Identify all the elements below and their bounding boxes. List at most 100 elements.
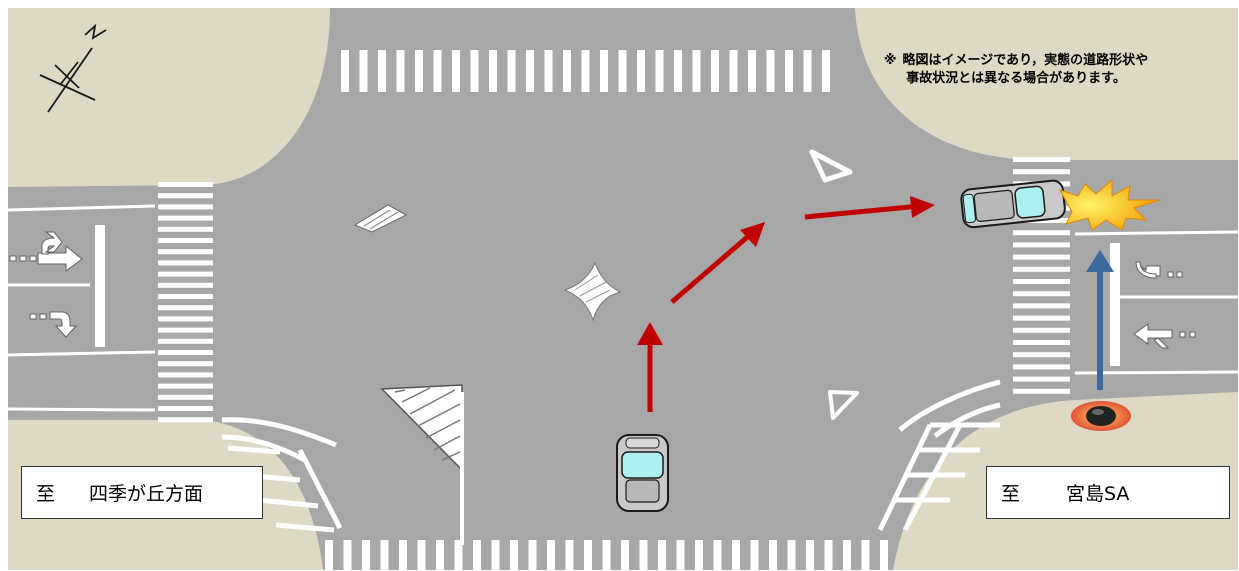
car-crashed-vehicle-icon (960, 179, 1066, 229)
right-lane-arrow-straight-icon (1133, 323, 1196, 349)
crosswalk-stripe (158, 182, 213, 187)
crosswalk-stripe (158, 215, 213, 221)
crosswalk-stripe (769, 540, 777, 570)
crosswalk-stripe (695, 540, 703, 570)
crosswalk-stripe (528, 540, 537, 570)
crosswalk-stripe (158, 282, 213, 288)
crosswalk-stripe (507, 50, 516, 92)
crosswalk-stripe (158, 327, 213, 333)
bottom-left-lane-markings (221, 417, 343, 533)
direction-place-right: 宮島SA (1066, 483, 1130, 505)
crosswalk-stripe (843, 540, 851, 570)
crosswalk-stripe (359, 50, 368, 92)
crosswalk-stripe (325, 540, 333, 570)
crosswalk-stripe (433, 50, 442, 92)
crosswalk-stripe (399, 540, 407, 570)
crosswalk-stripe (1013, 340, 1070, 345)
crosswalk-stripe (602, 540, 611, 570)
crosswalk-stripe (565, 540, 574, 570)
crosswalk-stripe (1013, 157, 1070, 162)
crosswalk-stripe (158, 361, 213, 367)
crosswalk-stripe (621, 540, 629, 570)
crosswalk-stripe (1013, 254, 1070, 260)
crosswalk-stripe (158, 238, 213, 243)
crosswalk-stripe (676, 540, 685, 570)
bottom-right-lane-markings (877, 379, 1001, 532)
disclaimer-note: ※略図はイメージであり，実態の道路形状や 事故状況とは異なる場合があります。 (836, 52, 1196, 88)
hatched-island-small (353, 204, 408, 233)
triangle-island-top (809, 149, 853, 183)
left-lane-arrow-right-turn-icon (9, 231, 83, 272)
crosswalk-stripe (1013, 303, 1070, 309)
crosswalk-stripe (547, 540, 555, 570)
crosswalk-stripe (415, 50, 423, 92)
crosswalk-stripe (473, 540, 481, 570)
crosswalk-stripe (158, 372, 213, 378)
crosswalk-stripe (1013, 388, 1070, 394)
crosswalk-stripe (544, 50, 553, 92)
crosswalk-stripe (1013, 315, 1070, 321)
crosswalk-stripe (341, 50, 349, 92)
crosswalk-stripe (748, 50, 756, 92)
crosswalk-stripe (158, 226, 213, 232)
crosswalk-stripe (803, 50, 812, 92)
crosswalk-stripe (526, 50, 534, 92)
crosswalk-stripe (711, 50, 719, 92)
direction-to-left: 至 (36, 483, 56, 505)
crosswalk-stripe (378, 50, 386, 92)
crosswalk-stripe (158, 193, 213, 199)
vehicle-path-arrows (637, 196, 935, 412)
crosswalk-stripe (158, 406, 213, 411)
crosswalk-stripe (581, 50, 590, 92)
crosswalk-stripe (729, 50, 738, 92)
note-line-2: 事故状況とは異なる場合があります。 (906, 71, 1126, 86)
crosswalk-stripe (600, 50, 608, 92)
crosswalk-stripe (1013, 376, 1070, 382)
crosswalk-top (341, 50, 830, 92)
crosswalk-stripe (158, 204, 213, 210)
hatched-diamond-island (563, 261, 622, 322)
crosswalk-stripe (380, 540, 389, 570)
crosswalk-stripe (452, 50, 460, 92)
direction-label-left: 至 四季が丘方面 (21, 466, 263, 519)
triangle-island-bottom (828, 390, 859, 420)
crosswalk-stripe (436, 540, 444, 570)
crosswalk-stripe (1013, 266, 1070, 272)
crosswalk-stripe (655, 50, 664, 92)
crosswalk-stripe (563, 50, 571, 92)
crosswalk-stripe (158, 394, 213, 400)
crosswalk-stripe (158, 260, 213, 266)
crosswalk-stripe (1013, 327, 1070, 333)
crosswalk-stripe (1013, 279, 1070, 284)
crosswalk-stripe (158, 417, 213, 423)
other-vehicle-path-arrow (1086, 250, 1114, 390)
crosswalk-stripe (158, 294, 213, 299)
crosswalk-stripe (1013, 169, 1070, 175)
crosswalk-stripe (362, 540, 370, 570)
left-lane-arrow-left-turn-icon (29, 311, 78, 338)
crosswalk-stripe (158, 316, 213, 322)
north-arrow-icon (39, 23, 107, 113)
right-stop-line (1110, 243, 1120, 366)
crosswalk-stripe (824, 540, 833, 570)
crosswalk-stripe (158, 350, 213, 355)
crosswalk-stripe (158, 338, 213, 344)
crosswalk-bottom (325, 540, 888, 570)
crosswalk-stripe (158, 249, 213, 255)
ground-top-right (855, 8, 1238, 160)
direction-place-left: 四季が丘方面 (89, 483, 204, 505)
crosswalk-stripe (806, 540, 814, 570)
direction-label-right: 至 宮島SA (986, 466, 1230, 519)
crosswalk-stripe (417, 540, 426, 570)
crosswalk-stripe (880, 540, 888, 570)
crosswalk-stripe (470, 50, 479, 92)
crosswalk-stripe (1013, 242, 1070, 248)
crosswalk-stripe (158, 305, 213, 311)
crosswalk-stripe (732, 540, 740, 570)
crosswalk-stripe (692, 50, 701, 92)
left-road-markings (7, 204, 156, 412)
crosswalk-stripe (861, 540, 870, 570)
right-lane-arrow-left-turn-icon (1135, 261, 1183, 279)
crosswalk-stripe (618, 50, 627, 92)
crosswalk-stripe (639, 540, 648, 570)
